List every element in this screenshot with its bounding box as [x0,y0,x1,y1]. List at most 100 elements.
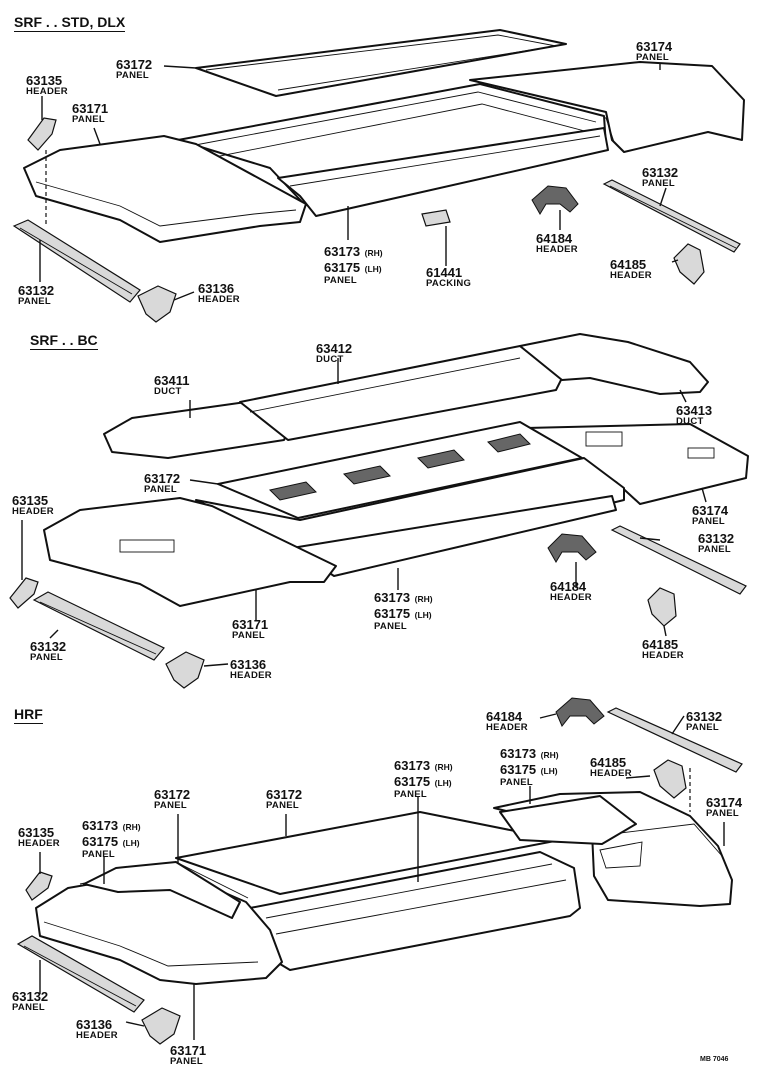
part-name: PANEL [706,808,739,819]
part-number: 63174 [692,503,729,518]
part-name: PANEL [154,800,187,811]
part-number: 63173 [500,746,537,761]
bc-duct-63413-shape [519,333,709,395]
hrf-callout-63173-63175-right: 63173 (RH) 63175 (LH) PANEL [500,746,559,788]
hrf-rail-panel-right-shape [606,707,743,773]
part-name: HEADER [26,86,68,97]
std-callout-63132-right: 63132 PANEL [642,166,678,189]
part-name: PANEL [116,70,149,81]
part-number: 64184 [550,579,587,594]
std-callout-63173-63175: 63173 (RH) 63175 (LH) PANEL [324,244,383,286]
hrf-callout-63136: 63136 HEADER [76,1018,118,1041]
bc-callout-63171: 63171 PANEL [232,618,268,641]
hrf-header-64184-shape [555,697,605,727]
hrf-callout-63173-63175-center: 63173 (RH) 63175 (LH) PANEL [394,758,453,800]
bc-callout-63135: 63135 HEADER [12,494,54,517]
part-number: 63132 [698,531,735,546]
part-number: 63173 [324,244,361,259]
part-number: 63132 [30,639,67,654]
side-marker: (RH) [122,822,141,832]
std-header-63136-shape [137,285,177,323]
part-name: PANEL [170,1056,203,1067]
hrf-header-63136-shape [141,1007,181,1045]
bc-callout-63411: 63411 DUCT [154,374,189,397]
part-name: HEADER [610,270,652,281]
bc-header-63135-shape [9,577,39,609]
part-name: HEADER [550,592,592,603]
bc-callout-63412: 63412 DUCT [316,342,352,365]
part-number: 63171 [170,1043,207,1058]
hrf-callout-63174: 63174 PANEL [706,796,742,819]
part-number: 63135 [26,73,63,88]
part-number: 64184 [536,231,573,246]
part-name: PANEL [698,544,731,555]
part-number: 63171 [72,101,109,116]
std-callout-63132-left: 63132 PANEL [18,284,54,307]
part-number: 63171 [232,617,269,632]
bc-rail-panel-right-shape [610,525,747,595]
hrf-callout-63173-63175-left: 63173 (RH) 63175 (LH) PANEL [82,818,141,860]
part-number: 63132 [12,989,49,1004]
std-header-63135-shape [27,117,57,151]
part-number: 61441 [426,265,463,280]
part-number: 63175 [82,834,119,849]
drawing-code: MB 7046 [700,1056,729,1063]
std-side-panel-shape [277,127,609,217]
part-number: 63175 [324,260,361,275]
hrf-callout-63132-left: 63132 PANEL [12,990,48,1013]
part-number: 63172 [144,471,181,486]
part-name: PANEL [30,652,63,663]
part-name: PANEL [500,777,533,788]
part-number: 64185 [610,257,647,272]
part-name: HEADER [642,650,684,661]
part-number: 64185 [590,755,627,770]
part-number: 63173 [374,590,411,605]
part-number: 63173 [82,818,119,833]
bc-header-64184-shape [547,533,597,563]
part-number: 63172 [266,787,303,802]
part-name: HEADER [18,838,60,849]
part-number: 64185 [642,637,679,652]
bc-callout-63173-63175: 63173 (RH) 63175 (LH) PANEL [374,590,433,632]
hrf-callout-63171: 63171 PANEL [170,1044,206,1067]
part-name: HEADER [76,1030,118,1041]
section-title-hrf: HRF [14,706,43,724]
part-name: PANEL [636,52,669,63]
std-callout-63171: 63171 PANEL [72,102,108,125]
part-number: 63412 [316,341,353,356]
part-name: PANEL [72,114,105,125]
side-marker: (RH) [434,762,453,772]
part-number: 63135 [18,825,55,840]
part-name: HEADER [198,294,240,305]
part-name: HEADER [486,722,528,733]
bc-callout-63174: 63174 PANEL [692,504,728,527]
std-callout-61441: 61441 PACKING [426,266,471,289]
side-marker: (LH) [414,610,432,620]
side-marker: (LH) [434,778,452,788]
std-front-panel-shape [23,135,307,243]
std-header-64185-shape [673,243,705,285]
bc-roof-assembly [9,333,749,689]
part-name: PANEL [324,275,357,286]
part-number: 63175 [374,606,411,621]
std-rail-panel-left-shape [12,219,141,303]
side-marker: (LH) [122,838,140,848]
part-name: PANEL [232,630,265,641]
hrf-callout-63132-right: 63132 PANEL [686,710,722,733]
part-name: PANEL [144,484,177,495]
part-number: 63136 [76,1017,113,1032]
section-title-bc: SRF . . BC [30,332,98,350]
part-name: DUCT [154,386,182,397]
std-callout-63136: 63136 HEADER [198,282,240,305]
bc-callout-64184: 64184 HEADER [550,580,592,603]
hrf-callout-63172-left: 63172 PANEL [154,788,190,811]
hrf-callout-63172-center: 63172 PANEL [266,788,302,811]
bc-header-63136-shape [165,651,205,689]
part-name: PANEL [686,722,719,733]
part-number: 63174 [706,795,743,810]
side-marker: (LH) [364,264,382,274]
std-header-64184-shape [531,185,579,215]
side-marker: (RH) [540,750,559,760]
part-name: PANEL [692,516,725,527]
